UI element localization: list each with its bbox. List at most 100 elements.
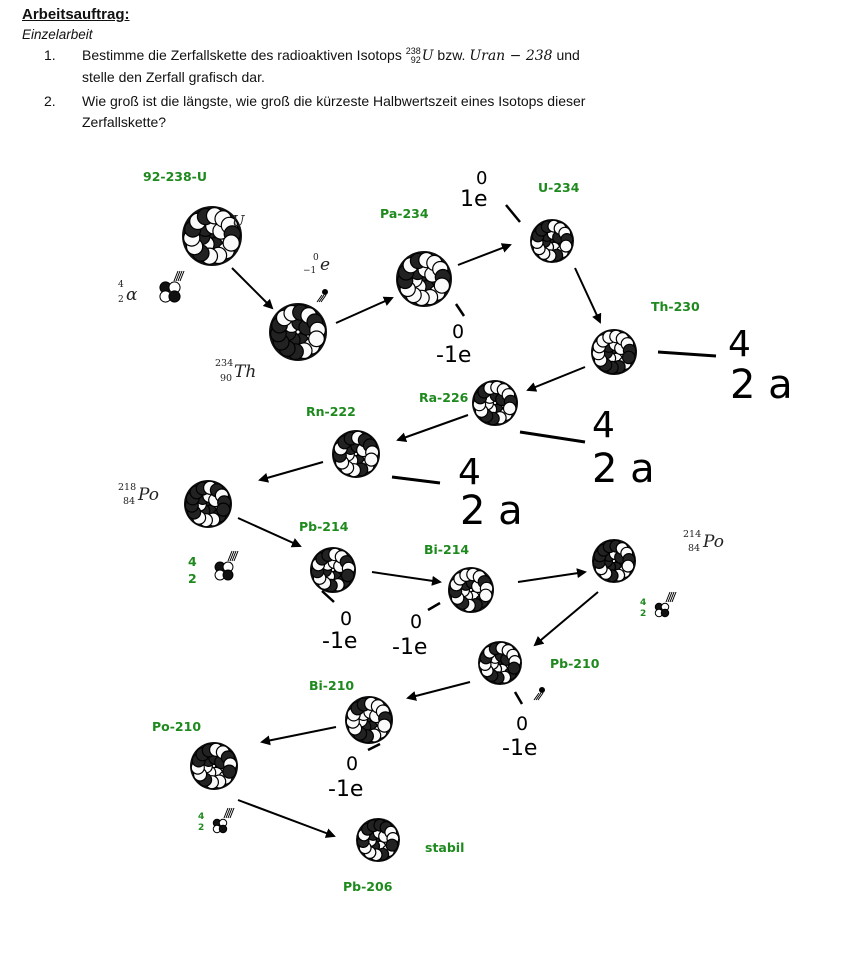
arrow-th230-ra226: [526, 366, 586, 392]
label-pb206: Pb-206: [343, 879, 393, 894]
label-th230: Th-230: [651, 299, 700, 314]
nucleus-pb206: [356, 818, 400, 862]
svg-text:0: 0: [516, 713, 528, 735]
nucleus-th234: [269, 303, 327, 361]
task-text: und: [552, 47, 580, 63]
svg-text:4: 4: [118, 280, 124, 290]
svg-text:214: 214: [683, 529, 701, 540]
th234-symbol-printed: 234 90 Th: [215, 358, 256, 384]
task-text: Wie groß ist die längste, wie groß die k…: [82, 93, 586, 109]
handwritten-beta-u234: 0 1e: [460, 168, 521, 223]
arrow-po218-pb214: [237, 517, 302, 548]
svg-text:218: 218: [118, 482, 136, 493]
page-subtitle: Einzelarbeit: [22, 27, 93, 42]
task-text: Zerfallskette?: [82, 114, 167, 130]
svg-text:4: 4: [458, 452, 481, 493]
handwritten-beta-pa234: 0 -1e: [436, 303, 471, 368]
svg-text:-1e: -1e: [502, 736, 537, 761]
svg-text:4: 4: [592, 405, 615, 446]
svg-text:0: 0: [476, 168, 487, 189]
handwritten-beta-pb214: 0 -1e: [321, 590, 357, 654]
svg-text:1e: 1e: [460, 187, 488, 212]
page-title: Arbeitsauftrag:: [22, 6, 130, 23]
arrow-u234-th230: [574, 267, 602, 324]
alpha-number-small: 2: [640, 609, 646, 619]
svg-text:2: 2: [118, 295, 124, 305]
arrow-pb214-bi214: [371, 571, 442, 586]
po218-symbol-printed: 218 84 Po: [118, 482, 159, 507]
arrow-th234-pa234: [335, 296, 394, 324]
nucleus-bi214: [448, 567, 494, 613]
svg-text:84: 84: [123, 496, 135, 507]
svg-text:2 a: 2 a: [730, 362, 793, 408]
arrow-po210-pb206: [237, 799, 336, 838]
alpha-particle-po210: [212, 807, 235, 834]
arrow-rn222-po218: [258, 461, 324, 483]
beta-particle-pb210: [533, 687, 545, 701]
label-ra226: Ra-226: [419, 390, 469, 405]
label-bi214: Bi-214: [424, 542, 469, 557]
label-u238: 92-238-U: [143, 169, 207, 184]
label-rn222: Rn-222: [306, 404, 356, 419]
task-text: stelle den Zerfall grafisch dar.: [82, 69, 265, 85]
alpha-number-small: 2: [198, 823, 204, 833]
arrow-ra226-rn222: [396, 414, 469, 443]
handwritten-alpha-ra226: 4 2 a: [519, 405, 655, 492]
uran-term: Uran − 238: [469, 48, 553, 64]
task-number: 1.: [44, 47, 56, 63]
alpha-particle-po214: [654, 591, 677, 618]
task-number: 2.: [44, 93, 56, 109]
svg-text:e: e: [320, 255, 330, 275]
nucleus-th230: [591, 329, 637, 375]
label-pa234: Pa-234: [380, 206, 429, 221]
label-po210: Po-210: [152, 719, 201, 734]
isotope-mass: 238: [405, 46, 421, 56]
nucleus-pb210: [478, 641, 522, 685]
svg-text:Po: Po: [702, 532, 724, 552]
arrow-bi210-po210: [260, 726, 337, 746]
isotope-number: 92: [410, 55, 421, 65]
handwritten-alpha-rn222: 4 2 a: [391, 452, 523, 534]
svg-text:Th: Th: [234, 362, 256, 382]
nucleus-u234: [530, 219, 574, 263]
svg-text:2 a: 2 a: [592, 446, 655, 492]
svg-text:-1e: -1e: [322, 629, 357, 654]
alpha-mass-small: 4: [640, 598, 646, 608]
u-glyph-overlay: U: [232, 212, 246, 230]
label-stabil: stabil: [425, 840, 464, 855]
isotope-symbol: U: [421, 48, 434, 64]
alpha-particle-u238: [159, 270, 185, 303]
arrow-u238-th234: [231, 267, 274, 310]
svg-text:-1e: -1e: [392, 635, 427, 660]
svg-text:-1e: -1e: [436, 343, 471, 368]
nucleus-pa234: [396, 251, 452, 307]
label-pb214: Pb-214: [299, 519, 349, 534]
nucleus-u238: [182, 206, 242, 266]
svg-text:0: 0: [340, 608, 352, 630]
label-pb210: Pb-210: [550, 656, 600, 671]
label-bi210: Bi-210: [309, 678, 354, 693]
nucleus-rn222: [332, 430, 380, 478]
handwritten-beta-bi210: 0 -1e: [328, 742, 381, 802]
svg-text:90: 90: [220, 373, 232, 384]
nucleus-pb214: [310, 547, 356, 593]
nucleus-bi210: [345, 696, 393, 744]
nucleus-po210: [190, 742, 238, 790]
nucleus-ra226: [472, 380, 518, 426]
handwritten-beta-bi214: 0 -1e: [392, 601, 441, 660]
svg-text:0: 0: [313, 253, 319, 263]
nucleus-po218: [184, 480, 232, 528]
alpha-number-small: 2: [188, 571, 197, 586]
beta-symbol-printed: 0 −1 e: [303, 253, 330, 276]
arrow-bi214-po214: [517, 568, 587, 583]
arrow-pb210-bi210: [406, 681, 471, 701]
svg-text:0: 0: [410, 611, 422, 633]
alpha-mass-small: 4: [198, 812, 204, 822]
beta-particle-th234: [316, 289, 328, 303]
arrow-po214-pb210: [533, 591, 599, 647]
svg-text:−1: −1: [303, 266, 316, 276]
alpha-symbol-printed: 4 2 α: [118, 280, 138, 305]
svg-text:84: 84: [688, 543, 700, 554]
po214-symbol-printed: 214 84 Po: [683, 529, 724, 554]
